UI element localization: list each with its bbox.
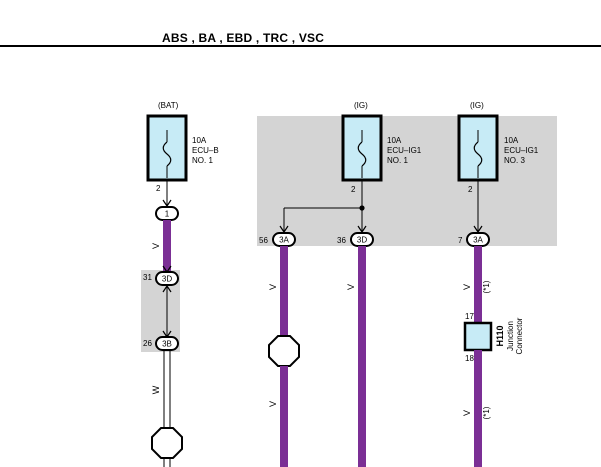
- fuse-ecu-ig1-no3-name: ECU–IG1: [504, 146, 539, 155]
- connector-3b-code: 3B: [162, 340, 172, 349]
- wire-v-36-label: V: [346, 284, 356, 290]
- connector-3d-left-code: 3D: [162, 275, 172, 284]
- junction-label-1: Junction: [506, 321, 515, 351]
- fuse-ecu-ig1-no1-pin: 2: [351, 185, 356, 194]
- connector-3a-7-pin: 7: [458, 236, 463, 245]
- fuse-ecu-b-no: NO. 1: [192, 156, 213, 165]
- junction-connector-h110[interactable]: [463, 321, 493, 352]
- fuse-ecu-b-rating: 10A: [192, 136, 207, 145]
- fuse-ecu-ig1-no1-rating: 10A: [387, 136, 402, 145]
- fuse-source-bat: (BAT): [158, 101, 179, 110]
- wire-v-56-lower-label: V: [268, 401, 278, 407]
- connector-1-code: 1: [165, 210, 170, 219]
- ground-point-middle: [268, 335, 300, 367]
- fuse-ecu-b-element: [162, 141, 172, 167]
- arrow-up-3d: [162, 284, 172, 293]
- page-title: ABS , BA , EBD , TRC , VSC: [162, 31, 324, 45]
- wire-v-left-upper-label: V: [151, 243, 161, 249]
- ground-point-left: [151, 427, 183, 459]
- wire-note-lower: (*1): [482, 406, 491, 419]
- wire-v-7-upper-label: V: [462, 284, 472, 290]
- connector-3d-left-pin: 31: [143, 273, 152, 282]
- fuse-ecu-ig1-no3-rating: 10A: [504, 136, 519, 145]
- junction-pin-top: 17: [465, 312, 474, 321]
- ig-relay-block-shade: [257, 116, 557, 246]
- connector-3d-36-code: 3D: [357, 236, 367, 245]
- wire-v-56-upper-label: V: [268, 284, 278, 290]
- connector-3a-7-code: 3A: [473, 236, 483, 245]
- fuse-ecu-b-name: ECU–B: [192, 146, 219, 155]
- fuse-ecu-ig1-no1-no: NO. 1: [387, 156, 408, 165]
- junction-label-2: Connector: [515, 317, 524, 354]
- fuse-ecu-ig1-no1-name: ECU–IG1: [387, 146, 422, 155]
- fuse-ecu-ig1-no3-no: NO. 3: [504, 156, 525, 165]
- fuse-source-ig-2: (IG): [470, 101, 484, 110]
- wire-v-7-lower-label: V: [462, 410, 472, 416]
- fuse-ecu-ig1-no3-pin: 2: [468, 185, 473, 194]
- wire-w-label: W: [151, 385, 161, 394]
- fuse-ecu-ig1-no3-element: [473, 141, 483, 167]
- fuse-source-ig-1: (IG): [354, 101, 368, 110]
- wire-note-upper: (*1): [482, 280, 491, 293]
- fuse-ecu-b-pin: 2: [156, 184, 161, 193]
- connector-3d-36-pin: 36: [337, 236, 346, 245]
- fuse-ecu-ig1-no1-element: [357, 141, 367, 167]
- junction-id: H110: [495, 325, 505, 346]
- connector-3a-56-code: 3A: [279, 236, 289, 245]
- header-rule: [0, 45, 601, 47]
- junction-pin-bottom: 18: [465, 354, 474, 363]
- connector-3b[interactable]: [155, 336, 179, 351]
- connector-3b-pin: 26: [143, 339, 152, 348]
- connector-3a-56-pin: 56: [259, 236, 268, 245]
